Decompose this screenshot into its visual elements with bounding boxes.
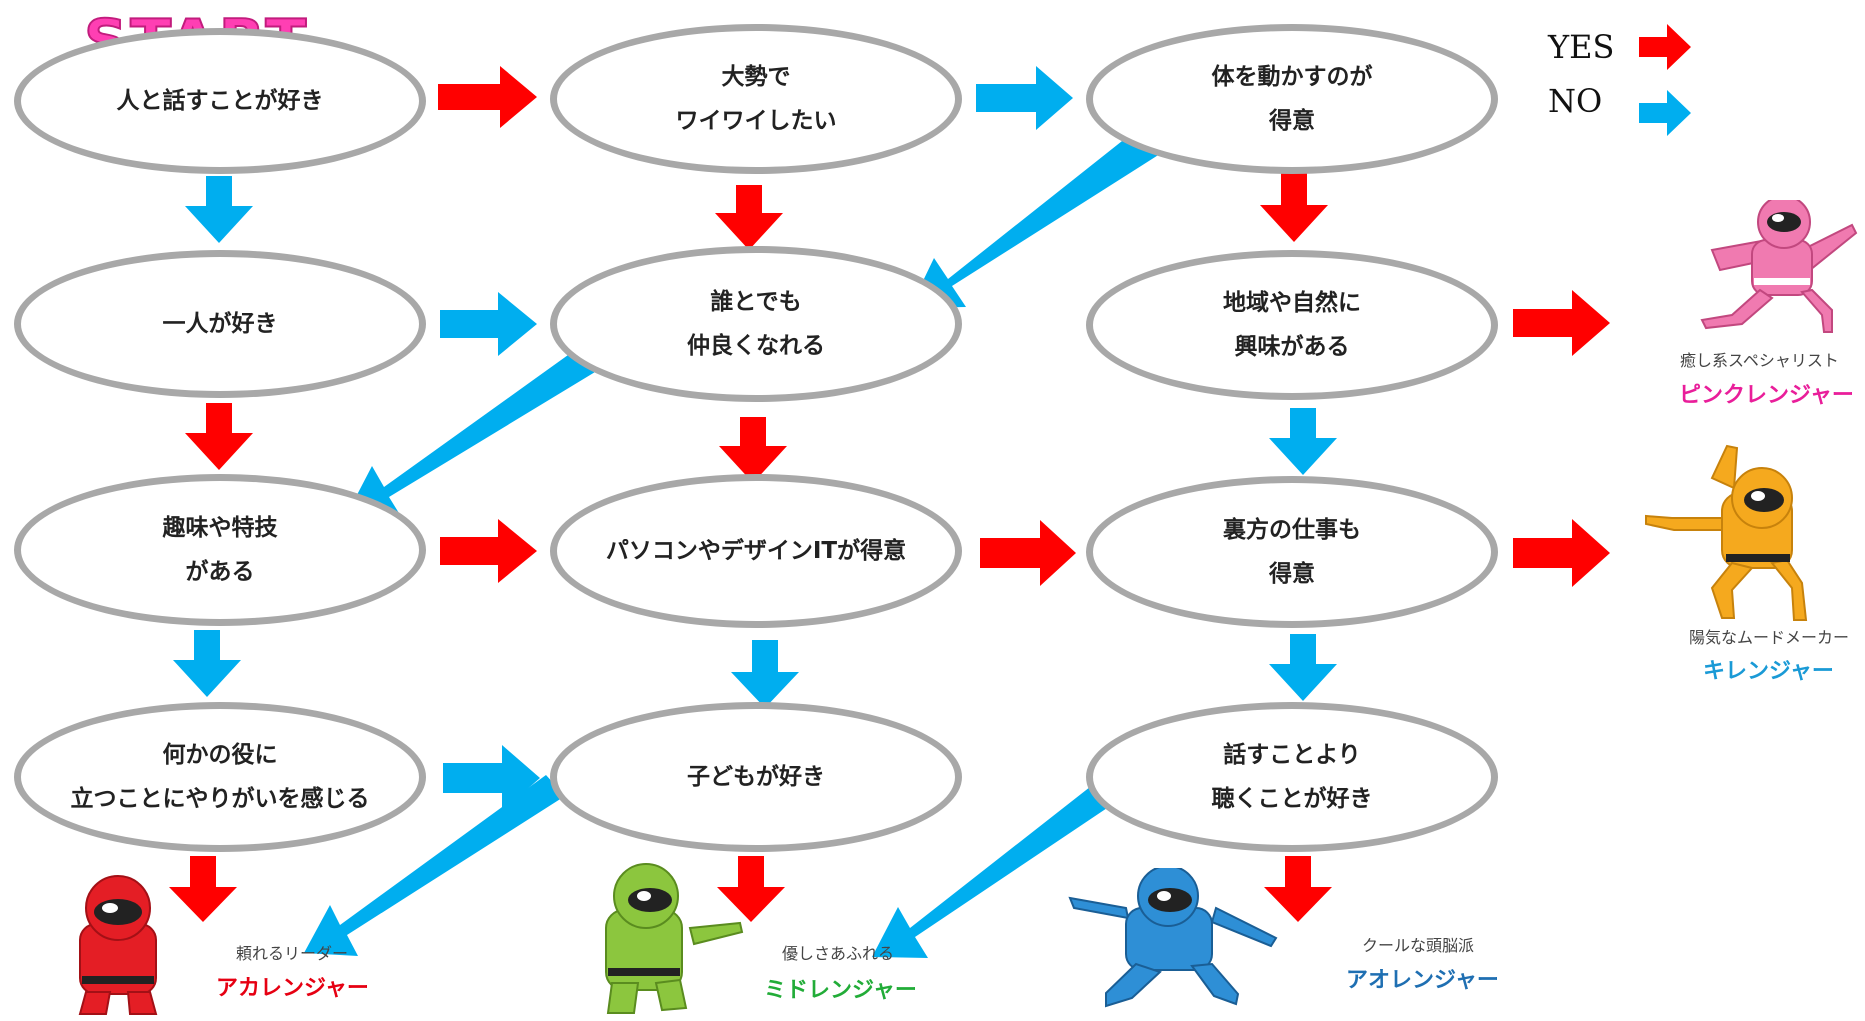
pink-caption: 癒し系スペシャリスト	[1680, 351, 1839, 370]
no-arrow-n12-green	[872, 776, 1122, 958]
legend-yes-label: YES	[1548, 28, 1615, 66]
node-n7: 趣味や特技 がある	[14, 474, 426, 626]
legend-no-arrow-icon	[1639, 90, 1691, 136]
yes-arrow-n9-yellow	[1513, 519, 1610, 587]
node-n2-line-1: 大勢で	[721, 64, 791, 90]
yes-arrow-n10-red	[169, 856, 237, 922]
red-ranger-icon	[78, 875, 158, 1015]
no-arrow-n2-n3	[976, 66, 1073, 130]
yellow-ranger-icon	[1645, 444, 1808, 621]
node-n8: パソコンやデザインITが得意	[550, 474, 962, 628]
blue-ranger-icon	[1068, 868, 1278, 1008]
node-n10: 何かの役に 立つことにやりがいを感じる	[14, 702, 426, 852]
node-n12-line-2: 聴くことが好き	[1211, 786, 1373, 812]
node-n2-line-2: ワイワイしたい	[675, 108, 837, 134]
blue-caption: クールな頭脳派	[1362, 936, 1475, 955]
node-n10-line-1: 何かの役に	[162, 742, 278, 768]
node-n5-line-1: 誰とでも	[710, 289, 802, 315]
node-n9-line-2: 得意	[1269, 561, 1315, 587]
node-n12-line-1: 話すことより	[1223, 742, 1361, 768]
node-n11-line-1: 子どもが好き	[687, 764, 825, 790]
node-n6: 地域や自然に 興味がある	[1086, 250, 1498, 400]
no-arrow-n8-n11	[731, 640, 799, 708]
node-n1: 人と話すことが好き	[14, 28, 426, 174]
no-arrow-n10-n11	[443, 745, 540, 811]
node-n10-line-2: 立つことにやりがいを感じる	[70, 786, 370, 812]
yes-arrow-n4-n7	[185, 403, 253, 470]
node-n8-line-1: パソコンやデザインITが得意	[605, 538, 907, 564]
red-name: アカレンジャー	[216, 976, 369, 1001]
no-arrow-n1-n4	[185, 176, 253, 243]
yes-arrow-n5-n8	[719, 417, 787, 483]
node-n4: 一人が好き	[14, 250, 426, 398]
node-n7-line-2: がある	[185, 559, 255, 585]
node-n5-line-2: 仲良くなれる	[687, 333, 825, 359]
node-n7-line-1: 趣味や特技	[162, 515, 278, 541]
node-n9: 裏方の仕事も 得意	[1086, 476, 1498, 628]
yes-arrow-n2-n5	[715, 185, 783, 250]
legend-yes-arrow-icon	[1639, 24, 1691, 70]
node-n3-line-1: 体を動かすのが	[1211, 64, 1373, 90]
pink-ranger-icon	[1700, 200, 1858, 333]
node-n5: 誰とでも 仲良くなれる	[550, 246, 962, 402]
yes-arrow-n7-n8	[440, 519, 537, 583]
node-n12: 話すことより 聴くことが好き	[1086, 702, 1498, 852]
green-ranger-icon	[605, 863, 744, 1014]
node-n6-line-2: 興味がある	[1234, 334, 1350, 360]
node-n2: 大勢で ワイワイしたい	[550, 24, 962, 174]
blue-name: アオレンジャー	[1346, 968, 1499, 993]
yes-arrow-n12-blue	[1264, 856, 1332, 922]
yes-arrow-n6-pink	[1513, 290, 1610, 356]
no-arrow-n6-n9	[1269, 408, 1337, 475]
node-n3: 体を動かすのが 得意	[1086, 24, 1498, 174]
node-n9-line-1: 裏方の仕事も	[1223, 517, 1361, 543]
green-name: ミドレンジャー	[764, 978, 917, 1003]
node-n3-line-2: 得意	[1269, 108, 1315, 134]
yes-arrow-n11-green	[717, 856, 785, 922]
pink-name: ピンクレンジャー	[1679, 383, 1854, 408]
no-arrow-n5-n7	[346, 345, 600, 518]
yes-arrow-n3-n6	[1260, 173, 1328, 242]
node-n4-line-1: 一人が好き	[162, 311, 278, 337]
red-caption: 頼れるリーダー	[236, 944, 349, 963]
yes-arrow-n1-n2	[438, 66, 537, 128]
node-n11: 子どもが好き	[550, 702, 962, 852]
node-n6-line-1: 地域や自然に	[1223, 290, 1361, 316]
green-caption: 優しさあふれる	[782, 944, 895, 963]
no-arrow-n7-n10	[173, 630, 241, 697]
yes-arrow-n8-n9	[980, 520, 1076, 586]
no-arrow-n10-red	[304, 775, 565, 956]
yellow-name: キレンジャー	[1703, 659, 1834, 684]
yellow-caption: 陽気なムードメーカー	[1689, 628, 1850, 647]
no-arrow-n4-n5	[440, 292, 537, 356]
legend-no-label: NO	[1548, 82, 1603, 120]
node-n1-line-1: 人と話すことが好き	[116, 88, 324, 114]
no-arrow-n9-n12	[1269, 634, 1337, 701]
no-arrow-n3-n5	[910, 126, 1163, 308]
